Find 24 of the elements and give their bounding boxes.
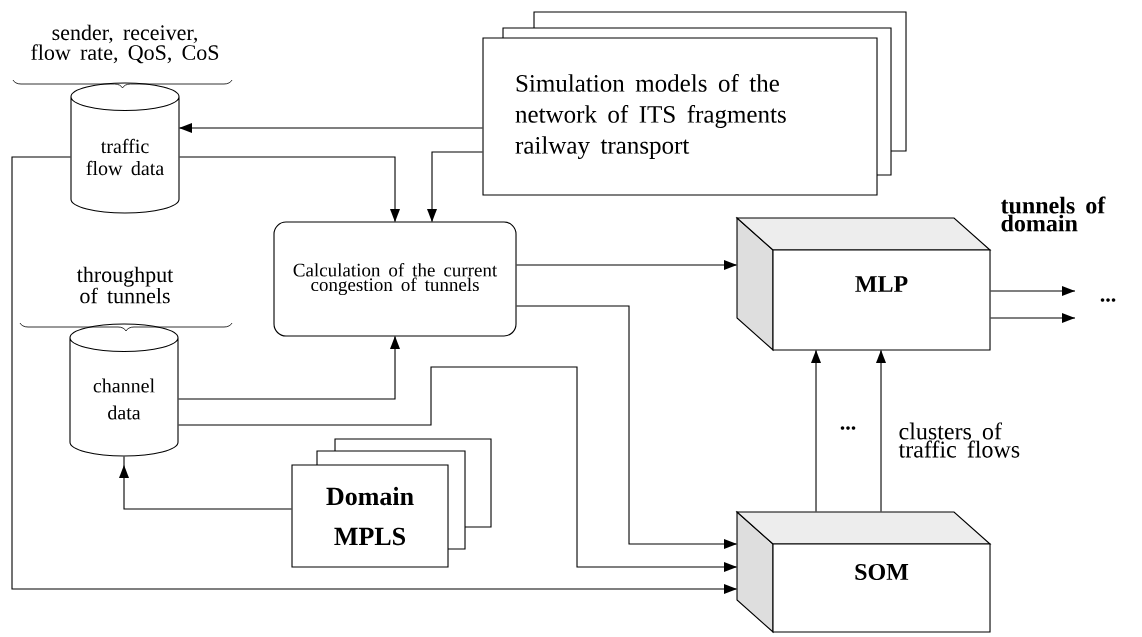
annotation-text: tunnels of domain [1000, 196, 1106, 232]
annotation-text: throughput of tunnels [76, 266, 174, 304]
database-cylinder: channel data [69, 323, 179, 457]
arrow [178, 336, 400, 400]
annotation-text: clusters of traffic flows [898, 422, 1020, 458]
arrow [11, 156, 737, 594]
process-box: Calculation of the current congestion of tunnels [273, 221, 517, 337]
arrow [178, 366, 737, 572]
arrow [990, 286, 1076, 296]
stacked-box: Simulation models of the network of ITS fragments railway transport [482, 11, 907, 196]
arrow [811, 350, 821, 512]
annotation-text: sender, receiver, flow rate, QoS, CoS [31, 24, 219, 64]
arrow [516, 260, 737, 270]
ellipsis: ... [840, 426, 856, 430]
arrow [179, 123, 483, 133]
arrow [990, 313, 1076, 323]
database-cylinder: traffic flow data [70, 82, 180, 214]
arrow [179, 156, 400, 222]
ellipsis: ... [1100, 298, 1116, 302]
arrow [876, 350, 886, 512]
arrow [427, 151, 483, 222]
arrow [119, 456, 292, 510]
stacked-box: Domain MPLS [291, 438, 492, 568]
arrow [516, 305, 737, 549]
